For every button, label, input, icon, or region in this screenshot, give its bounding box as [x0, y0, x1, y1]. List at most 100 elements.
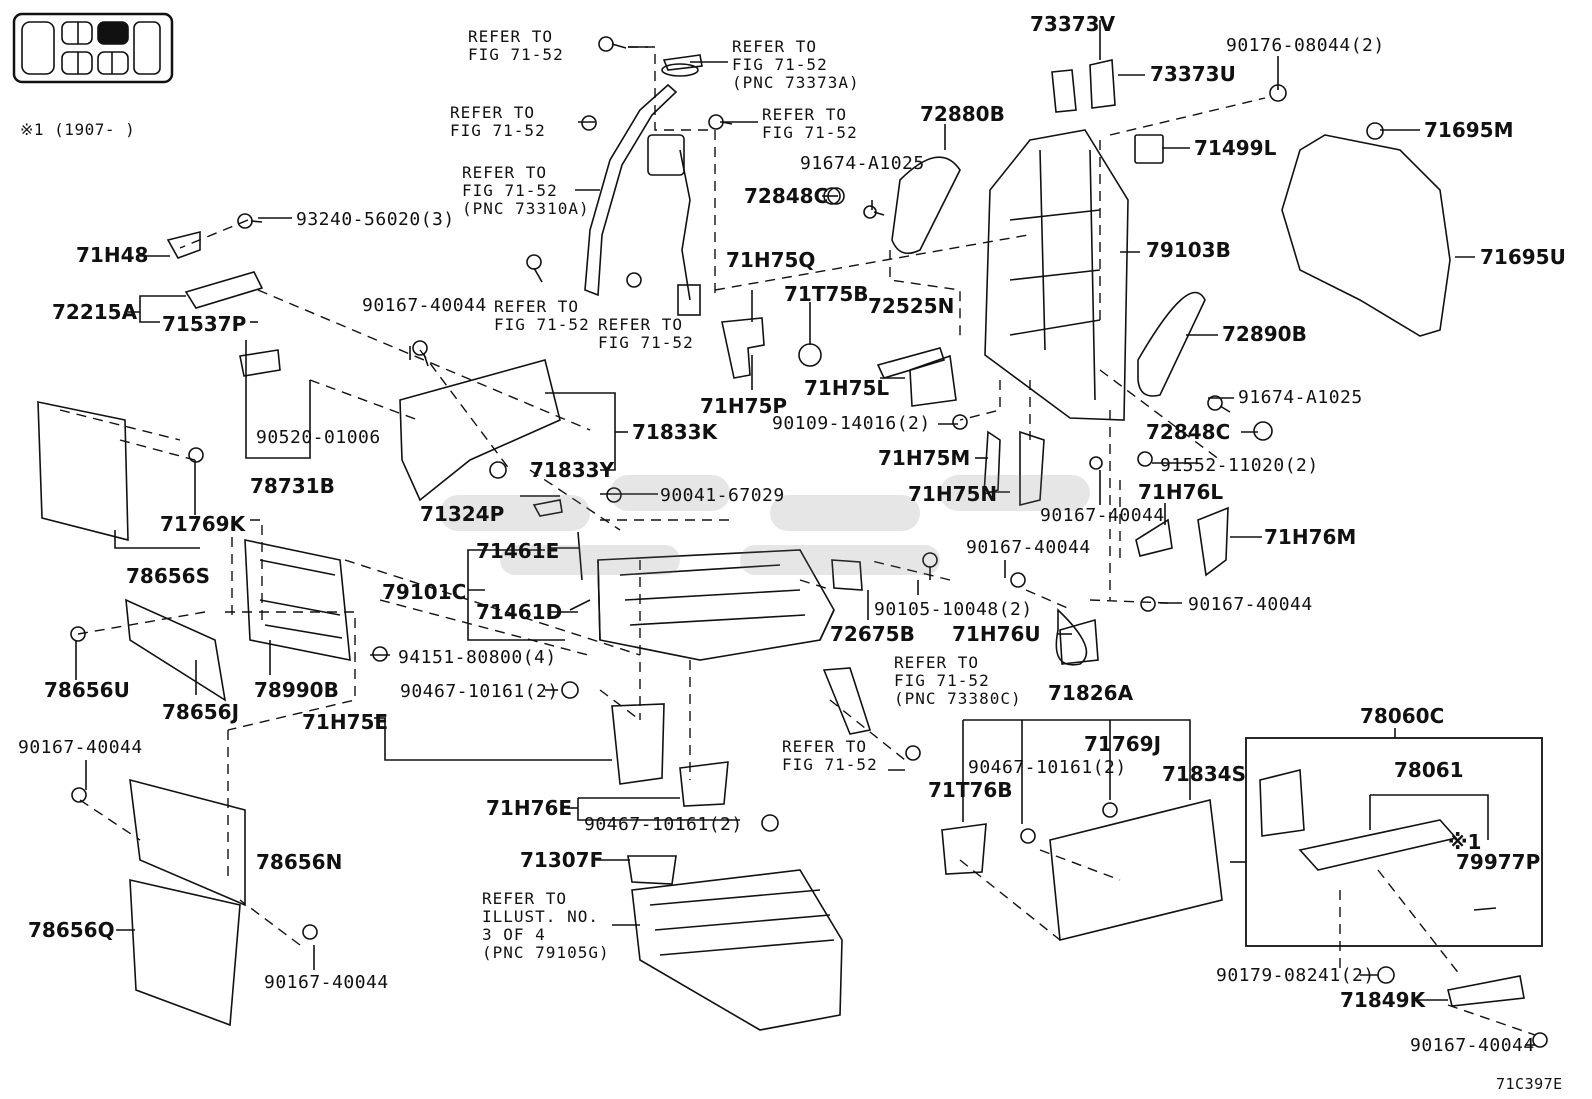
seat-belt-assembly — [584, 63, 701, 316]
part-label-71769k[interactable]: 71769K — [160, 512, 246, 536]
ref-note-1[interactable]: REFER TO FIG 71-52 — [468, 27, 564, 64]
part-78731b-shape — [239, 349, 281, 377]
part-label-78061[interactable]: 78061 — [1394, 758, 1464, 782]
part-label-71h76e[interactable]: 71H76E — [486, 796, 573, 820]
part-label-71h76u[interactable]: 71H76U — [952, 622, 1041, 646]
part-label-90467-10161-b[interactable]: 90467-10161(2) — [968, 757, 1127, 778]
part-label-71849k[interactable]: 71849K — [1340, 988, 1426, 1012]
seat-adjuster-79101c — [244, 539, 351, 661]
part-78656j-shape — [125, 598, 227, 702]
part-label-72848c-top[interactable]: 72848C — [744, 184, 829, 208]
ref-note-8[interactable]: REFER TO FIG 71-52 (PNC 73380C) — [894, 653, 1022, 708]
part-72880b-shape — [891, 156, 961, 255]
part-label-78656u[interactable]: 78656U — [44, 678, 130, 702]
part-label-72890b[interactable]: 72890B — [1222, 322, 1307, 346]
part-label-90167-40044-g[interactable]: 90167-40044 — [1410, 1035, 1535, 1056]
part-label-71499l[interactable]: 71499L — [1194, 136, 1277, 160]
part-label-78656j[interactable]: 78656J — [162, 700, 240, 724]
part-label-72675b[interactable]: 72675B — [830, 622, 915, 646]
part-label-91552[interactable]: 91552-11020(2) — [1160, 455, 1319, 476]
part-label-72880b[interactable]: 72880B — [920, 102, 1005, 126]
part-label-90167-40044-e[interactable]: 90167-40044 — [18, 737, 143, 758]
part-label-71h75p[interactable]: 71H75P — [700, 394, 788, 418]
seat-back-frame — [984, 129, 1129, 421]
part-label-71695u[interactable]: 71695U — [1480, 245, 1566, 269]
part-label-90520[interactable]: 90520-01006 — [256, 427, 381, 448]
part-label-79101c[interactable]: 79101C — [382, 580, 467, 604]
part-label-71833y[interactable]: 71833Y — [530, 458, 615, 482]
ref-note-4[interactable]: REFER TO FIG 71-52 — [762, 105, 858, 142]
part-label-71h75l[interactable]: 71H75L — [804, 376, 890, 400]
part-label-71h76m[interactable]: 71H76M — [1264, 525, 1357, 549]
part-label-78060c[interactable]: 78060C — [1360, 704, 1445, 728]
part-label-90167-40044-b[interactable]: 90167-40044 — [1040, 505, 1165, 526]
part-label-78990b[interactable]: 78990B — [254, 678, 339, 702]
part-label-90467-10161-c[interactable]: 90467-10161(2) — [584, 814, 743, 835]
part-label-79103b[interactable]: 79103B — [1146, 238, 1231, 262]
part-label-78656s[interactable]: 78656S — [126, 564, 210, 588]
part-label-78731b[interactable]: 78731B — [250, 474, 335, 498]
part-label-71695m[interactable]: 71695M — [1424, 118, 1514, 142]
part-label-91674-a1025-top[interactable]: 91674-A1025 — [800, 153, 925, 174]
part-label-71t76b[interactable]: 71T76B — [928, 778, 1013, 802]
part-label-90176[interactable]: 90176-08044(2) — [1226, 35, 1385, 56]
part-label-90167-40044-f[interactable]: 90167-40044 — [264, 972, 389, 993]
ref-note-3[interactable]: REFER TO FIG 71-52 — [450, 103, 546, 140]
part-71h75q-shape — [721, 317, 765, 379]
part-label-71834s[interactable]: 71834S — [1162, 762, 1246, 786]
part-label-90041[interactable]: 90041-67029 — [660, 485, 785, 506]
part-label-71769j[interactable]: 71769J — [1084, 732, 1162, 756]
part-label-71537p[interactable]: 71537P — [162, 312, 247, 336]
part-label-91674-a1025-right[interactable]: 91674-A1025 — [1238, 387, 1363, 408]
part-label-71307f[interactable]: 71307F — [520, 848, 604, 872]
part-label-71h75m[interactable]: 71H75M — [878, 446, 971, 470]
part-label-71461d[interactable]: 71461D — [476, 600, 563, 624]
part-label-78656q[interactable]: 78656Q — [28, 918, 115, 942]
ref-note-6[interactable]: REFER TO FIG 71-52 — [494, 297, 590, 334]
part-label-90167-40044-d[interactable]: 90167-40044 — [1188, 594, 1313, 615]
ref-note-10[interactable]: REFER TO ILLUST. NO. 3 OF 4 (PNC 79105G) — [482, 889, 610, 962]
part-label-93240[interactable]: 93240-56020(3) — [296, 209, 455, 230]
part-label-71h75q[interactable]: 71H75Q — [726, 248, 816, 272]
part-label-71324p[interactable]: 71324P — [420, 502, 505, 526]
part-label-90179[interactable]: 90179-08241(2) — [1216, 965, 1375, 986]
part-label-73373u[interactable]: 73373U — [1150, 62, 1236, 86]
part-label-71h76l[interactable]: 71H76L — [1138, 480, 1224, 504]
part-label-78656n[interactable]: 78656N — [256, 850, 343, 874]
seat-cushion-frame — [597, 549, 835, 661]
part-label-71833k[interactable]: 71833K — [632, 420, 718, 444]
part-label-90105[interactable]: 90105-10048(2) — [874, 599, 1033, 620]
seat-position-icon — [12, 12, 174, 84]
part-78656n-shape — [129, 778, 246, 907]
part-label-star-1: ※1 — [1448, 830, 1482, 854]
part-label-71h75e[interactable]: 71H75E — [302, 710, 389, 734]
part-label-71826a[interactable]: 71826A — [1048, 681, 1134, 705]
footnote-date: ※1 (1907- ) — [20, 120, 136, 139]
part-label-72215a[interactable]: 72215A — [52, 300, 138, 324]
part-78656q-shape — [129, 878, 241, 1027]
part-71h76u-shape — [1055, 608, 1088, 666]
ref-note-5[interactable]: REFER TO FIG 71-52 (PNC 73310A) — [462, 163, 590, 218]
part-label-71461e[interactable]: 71461E — [476, 539, 560, 563]
ref-note-9[interactable]: REFER TO FIG 71-52 — [782, 737, 878, 774]
part-label-73373v[interactable]: 73373V — [1030, 12, 1116, 36]
part-label-72525n[interactable]: 72525N — [868, 294, 955, 318]
part-label-71t75b[interactable]: 71T75B — [784, 282, 869, 306]
part-label-71h48[interactable]: 71H48 — [76, 243, 149, 267]
part-label-72848c-right[interactable]: 72848C — [1146, 420, 1231, 444]
ref-note-7[interactable]: REFER TO FIG 71-52 — [598, 315, 694, 352]
part-label-90167-40044-a[interactable]: 90167-40044 — [362, 295, 487, 316]
part-label-94151[interactable]: 94151-80800(4) — [398, 647, 557, 668]
part-label-90167-40044-c[interactable]: 90167-40044 — [966, 537, 1091, 558]
ref-note-2[interactable]: REFER TO FIG 71-52 (PNC 73373A) — [732, 37, 860, 92]
part-label-79977p[interactable]: 79977P — [1456, 850, 1541, 874]
part-71695u-shape — [1281, 134, 1451, 337]
part-label-90109[interactable]: 90109-14016(2) — [772, 413, 931, 434]
part-71834s-shape — [1049, 799, 1223, 941]
part-label-71h75n[interactable]: 71H75N — [908, 482, 998, 506]
part-71833k-shape — [399, 359, 561, 502]
part-72890b-shape — [1137, 291, 1206, 397]
part-label-90467-10161-a[interactable]: 90467-10161(2) — [400, 681, 559, 702]
